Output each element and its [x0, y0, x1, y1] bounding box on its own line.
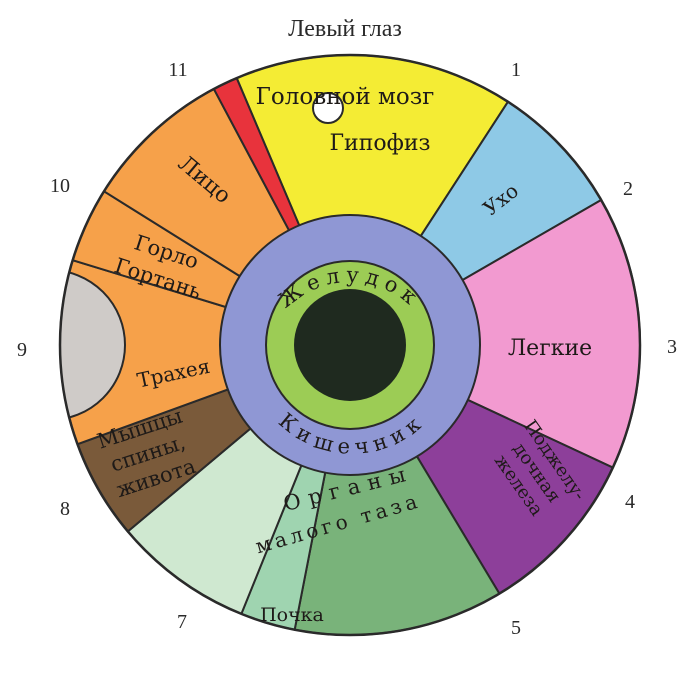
number-3: 3 — [667, 336, 677, 358]
number-10: 10 — [50, 175, 70, 197]
number-9: 9 — [17, 339, 27, 361]
number-1: 1 — [511, 59, 521, 81]
number-2: 2 — [623, 178, 633, 200]
label-kidney: Почка — [260, 604, 324, 626]
label-pituitary: Гипофиз — [329, 131, 430, 156]
diagram-title: Левый глаз — [288, 16, 402, 42]
label-lungs: Легкие — [508, 336, 592, 361]
number-7: 7 — [177, 611, 187, 633]
number-5: 5 — [511, 617, 521, 639]
pupil — [294, 289, 406, 401]
label-brain: Головной мозг — [256, 84, 435, 110]
number-4: 4 — [625, 491, 635, 513]
number-8: 8 — [60, 498, 70, 520]
number-11: 11 — [168, 59, 187, 81]
